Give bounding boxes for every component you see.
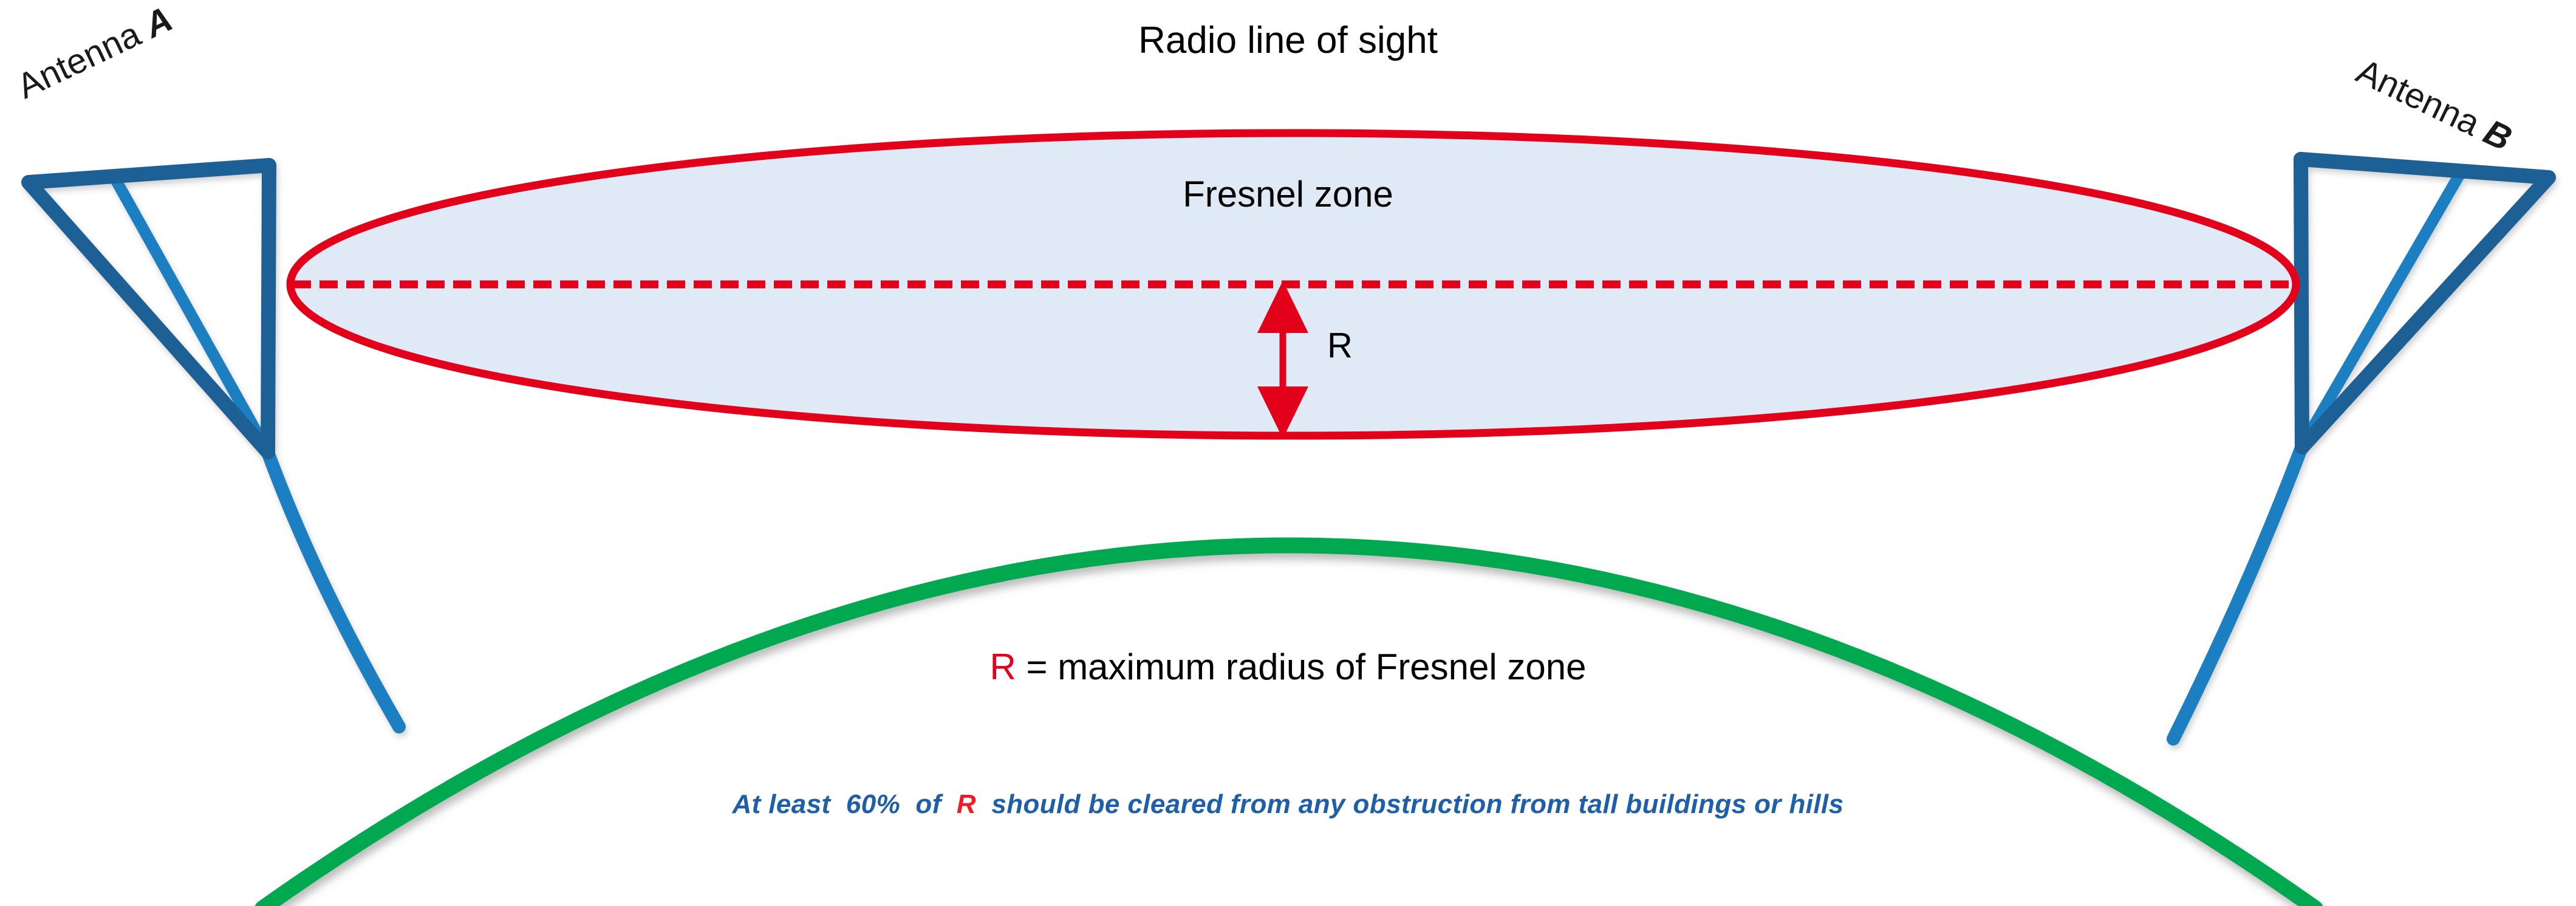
radius-definition: R = maximum radius of Fresnel zone	[0, 649, 2576, 685]
antenna-a-feed	[109, 173, 274, 458]
antenna-b-mast	[2167, 439, 2309, 746]
fresnel-radius-arrow	[1257, 281, 1308, 439]
clearance-symbol: R	[956, 789, 977, 819]
antenna-b-aperture	[2294, 152, 2309, 455]
antenna-a[interactable]	[21, 158, 406, 733]
radius-symbol: R	[989, 647, 1016, 687]
arrow-head-up	[1257, 281, 1308, 333]
clearance-note: At least 60% of R should be cleared from…	[0, 791, 2576, 818]
arrow-head-down	[1257, 386, 1308, 439]
clearance-suffix: should be cleared from any obstruction f…	[976, 789, 1844, 819]
earth-curvature-icon	[255, 537, 2323, 906]
page-title: Radio line of sight	[1138, 19, 1438, 61]
fresnel-zone-label: Fresnel zone	[1183, 174, 1393, 214]
antenna-b-feed	[2295, 168, 2466, 453]
radius-definition-text: = maximum radius of Fresnel zone	[1016, 647, 1587, 687]
fresnel-radius-label: R	[1327, 326, 1353, 365]
antenna-a-mast	[261, 444, 406, 733]
antenna-a-horn	[21, 158, 276, 459]
clearance-prefix: At least 60% of	[732, 789, 957, 819]
antenna-b[interactable]	[2167, 152, 2556, 746]
antenna-b-horn	[2294, 152, 2556, 455]
antenna-a-aperture	[261, 158, 276, 459]
